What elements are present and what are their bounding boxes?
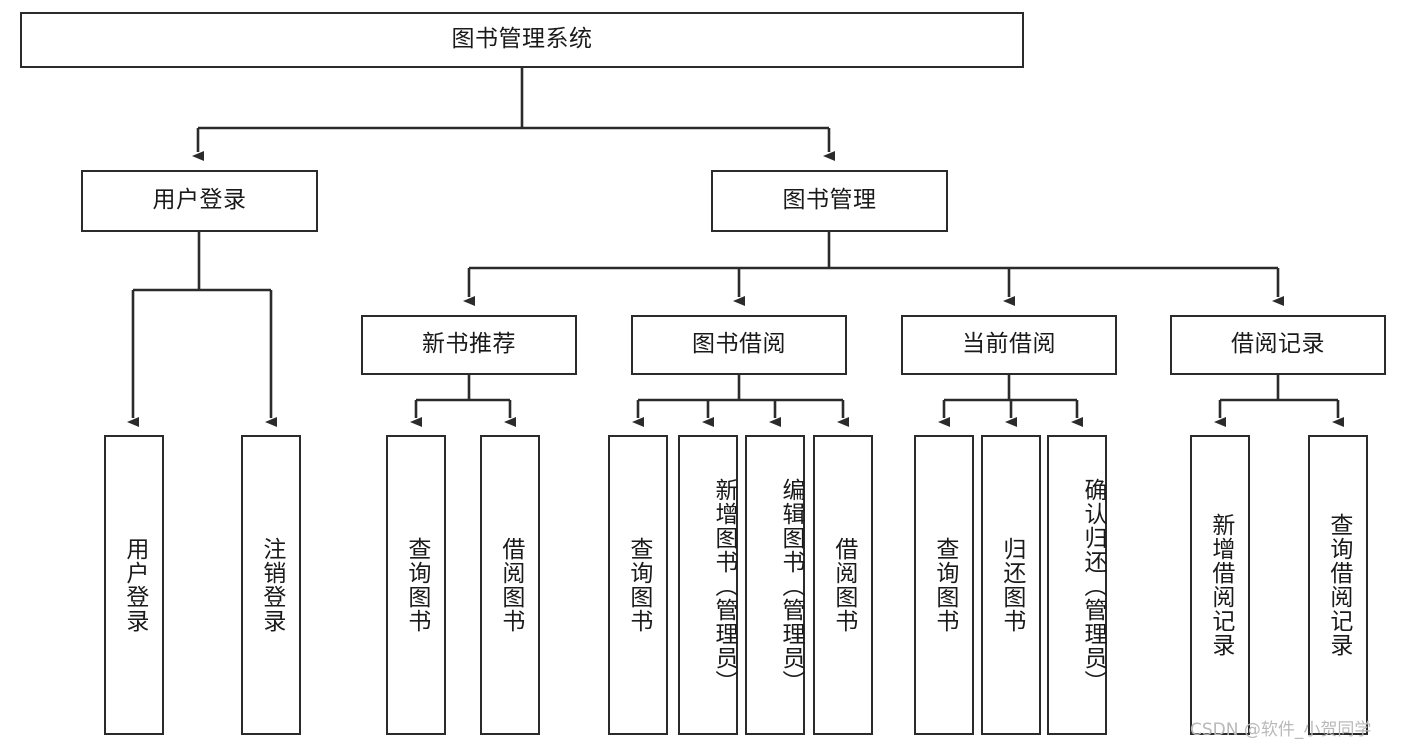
leaf-query-book-current[interactable]: 查询图书: [914, 435, 974, 735]
leaf-add-book-admin[interactable]: 新增图书（管理员）: [678, 435, 738, 735]
leaf-return-book[interactable]: 归还图书: [981, 435, 1041, 735]
leaf-query-book-recommend[interactable]: 查询图书: [386, 435, 446, 735]
leaf-add-borrow-record[interactable]: 新增借阅记录: [1190, 435, 1250, 735]
node-new-book-recommend[interactable]: 新书推荐: [361, 315, 577, 375]
leaf-edit-book-admin[interactable]: 编辑图书（管理员）: [745, 435, 805, 735]
leaf-user-login[interactable]: 用户登录: [104, 435, 164, 735]
csdn-watermark: CSDN @软件_小贺同学: [1190, 720, 1372, 740]
node-book-manage[interactable]: 图书管理: [711, 170, 948, 232]
leaf-query-book-borrow[interactable]: 查询图书: [608, 435, 668, 735]
leaf-borrow-book[interactable]: 借阅图书: [813, 435, 873, 735]
node-current-borrow[interactable]: 当前借阅: [901, 315, 1117, 375]
leaf-query-borrow-record[interactable]: 查询借阅记录: [1308, 435, 1368, 735]
node-borrow-record[interactable]: 借阅记录: [1170, 315, 1386, 375]
leaf-confirm-return-admin[interactable]: 确认归还（管理员）: [1047, 435, 1107, 735]
node-user-login[interactable]: 用户登录: [81, 170, 318, 232]
leaf-borrow-book-recommend[interactable]: 借阅图书: [480, 435, 540, 735]
leaf-logout-login[interactable]: 注销登录: [241, 435, 301, 735]
node-root-system[interactable]: 图书管理系统: [20, 12, 1024, 68]
node-book-borrow[interactable]: 图书借阅: [631, 315, 847, 375]
